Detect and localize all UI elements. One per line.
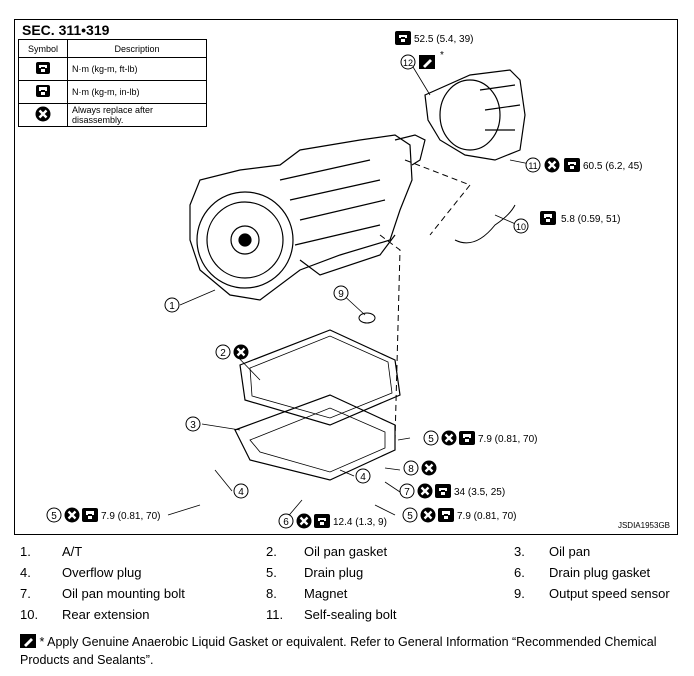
gasket-sealant-icon — [20, 634, 36, 652]
callout-5c: 5 — [407, 511, 413, 522]
oil-pan — [234, 394, 396, 481]
callout-9: 9 — [338, 289, 344, 300]
torque-5c: 7.9 (0.81, 70) — [457, 511, 516, 522]
part-name-11: Self-sealing bolt — [304, 607, 397, 622]
part-num-11: 11. — [266, 607, 284, 622]
torque-11: 60.5 (6.2, 45) — [583, 161, 642, 172]
sealant-note: * Apply Genuine Anaerobic Liquid Gasket … — [20, 634, 680, 668]
output-speed-sensor-seal — [358, 312, 376, 324]
part-num-5: 5. — [266, 565, 277, 580]
part-num-2: 2. — [266, 544, 277, 559]
part-name-2: Oil pan gasket — [304, 544, 388, 559]
section-label: SEC. 311•319 — [22, 22, 110, 38]
output-speed-sensor — [454, 204, 516, 244]
part-name-6: Drain plug gasket — [549, 565, 651, 580]
callout-12: 12 — [403, 58, 413, 68]
part-name-7: Oil pan mounting bolt — [62, 586, 185, 601]
alignment-lines — [379, 159, 471, 441]
part-name-1: A/T — [62, 544, 83, 559]
symbol-desc-1: N·m (kg-m, ft-lb) — [67, 57, 207, 81]
part-name-9: Output speed sensor — [549, 586, 670, 601]
torque-7: 34 (3.5, 25) — [454, 487, 505, 498]
rear-extension — [424, 69, 526, 161]
callout-10: 10 — [516, 222, 526, 232]
torque-12: 52.5 (5.4, 39) — [414, 34, 473, 45]
part-num-10: 10. — [20, 607, 39, 622]
symbol-table: Symbol Description N·m (kg-m, ft-lb) N·m… — [18, 39, 207, 127]
part-num-3: 3. — [514, 544, 525, 559]
torque-wrench-inlb-icon — [18, 80, 68, 104]
figure-code: JSDIA1953GB — [617, 521, 670, 530]
torque-5b: 7.9 (0.81, 70) — [478, 434, 537, 445]
sealant-note-text: * Apply Genuine Anaerobic Liquid Gasket … — [20, 635, 657, 667]
callout-4: 4 — [360, 472, 366, 483]
sealant-star: * — [440, 50, 444, 61]
part-name-10: Rear extension — [62, 607, 150, 622]
transmission-assembly — [189, 134, 426, 301]
symbol-desc-3: Always replace after disassembly. — [67, 103, 207, 127]
diagram-frame — [14, 19, 678, 535]
part-num-6: 6. — [514, 565, 525, 580]
part-num-7: 7. — [20, 586, 31, 601]
callout-5a: 5 — [51, 511, 57, 522]
callout-8: 8 — [408, 464, 414, 475]
part-name-5: Drain plug — [304, 565, 364, 580]
callout-2: 2 — [220, 348, 226, 359]
callout-6: 6 — [283, 517, 289, 528]
exploded-diagram: 1 2 3 4 4 5 6 7 8 9 10 11 12 5 5 52.5 (5… — [46, 31, 642, 530]
torque-10: 5.8 (0.59, 51) — [561, 214, 620, 225]
callout-1: 1 — [169, 301, 175, 312]
torque-6: 12.4 (1.3, 9) — [333, 517, 387, 528]
part-name-3: Oil pan — [549, 544, 591, 559]
part-num-8: 8. — [266, 586, 277, 601]
part-num-1: 1. — [20, 544, 31, 559]
part-name-4: Overflow plug — [62, 565, 142, 580]
torque-5a: 7.9 (0.81, 70) — [101, 511, 160, 522]
callout-7: 7 — [404, 487, 410, 498]
callout-3: 3 — [190, 420, 196, 431]
part-num-9: 9. — [514, 586, 525, 601]
part-name-8: Magnet — [304, 586, 348, 601]
callout-11: 11 — [528, 161, 537, 171]
part-num-4: 4. — [20, 565, 31, 580]
callout-4b: 4 — [238, 487, 244, 498]
replace-x-icon — [18, 103, 68, 127]
oil-pan-gasket — [239, 329, 401, 426]
callout-5b: 5 — [428, 434, 434, 445]
